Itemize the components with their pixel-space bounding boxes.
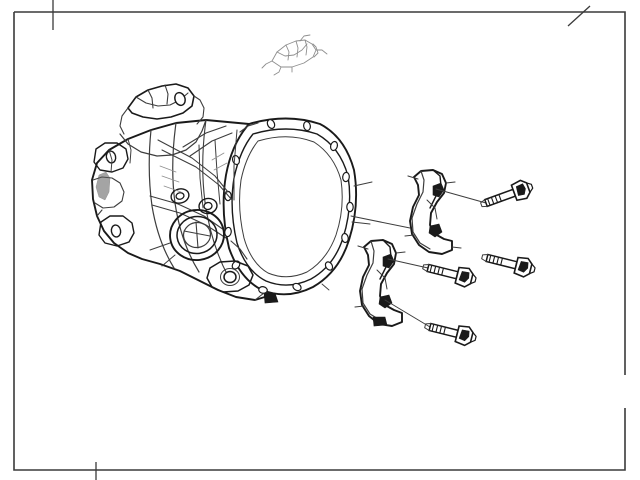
flange-bolt-1: [480, 179, 534, 208]
flange-bolt-4: [424, 322, 477, 347]
speed-sensor: [261, 34, 328, 76]
leader-bracket-upper-to-bolt: [435, 188, 487, 204]
registration-marks: [52, 0, 591, 480]
leader-bracket-lower-to-bolt: [387, 258, 429, 269]
page-border: [13, 11, 626, 471]
flange-bolt-2: [422, 263, 477, 288]
tick-top-right: [567, 5, 591, 27]
transaxle-case: [91, 83, 373, 304]
leader-lines: [350, 188, 487, 328]
flange-bolt-holes: [224, 118, 354, 294]
mounting-bracket-upper: [404, 169, 462, 255]
leader-case-to-bracket-upper: [350, 215, 411, 229]
leader-bracket-lower-to-bolt-4: [384, 299, 431, 328]
flange-bolt-3: [481, 253, 536, 278]
mounting-bracket-lower: [354, 239, 406, 327]
